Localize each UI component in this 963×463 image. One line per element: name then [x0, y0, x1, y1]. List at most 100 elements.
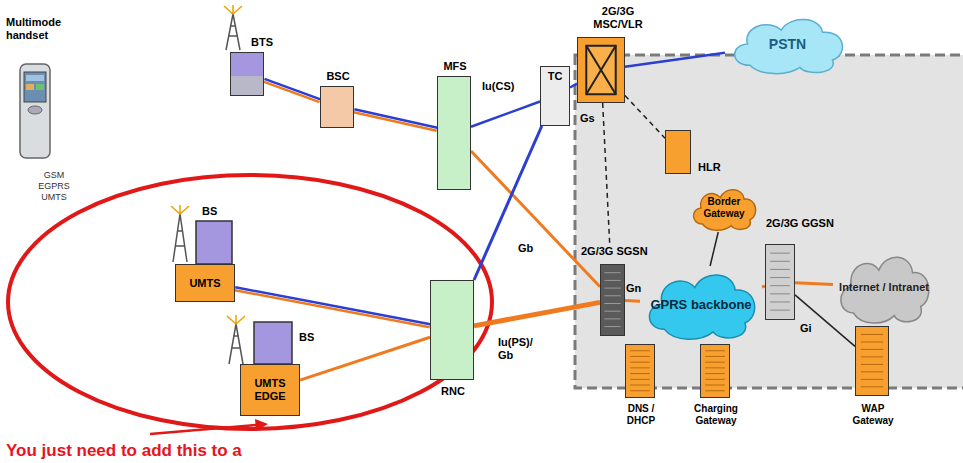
connector — [471, 151, 600, 287]
vent-stripe — [770, 277, 790, 278]
vent-stripe — [705, 362, 725, 363]
connector-line — [263, 82, 319, 103]
box-decoration — [701, 345, 729, 397]
box-decoration — [231, 53, 263, 95]
vent-stripe — [770, 285, 790, 286]
node-label: TC — [541, 70, 569, 83]
vent-stripe — [861, 341, 883, 342]
vent-stripe — [630, 350, 650, 351]
pointer-arrow — [150, 425, 256, 434]
vent-stripe — [861, 364, 883, 365]
node-label: UMTS EDGE — [243, 377, 297, 403]
vent-stripe — [861, 371, 883, 372]
vent-stripe — [705, 390, 725, 391]
connector-line — [570, 84, 577, 88]
bts-tower — [224, 5, 242, 50]
highlight-ellipse — [8, 175, 492, 429]
antenna-rays — [171, 205, 189, 214]
equipment-box: 2G/3G SGSN — [600, 264, 625, 336]
node-label: BSC — [321, 70, 355, 83]
connector — [474, 302, 600, 326]
connector-line — [474, 126, 542, 280]
connector — [300, 337, 430, 380]
tower-frame — [229, 324, 243, 364]
equipment-box: 2G/3G MSC/VLR — [577, 37, 625, 103]
node-label: UMTS — [178, 277, 232, 290]
vent-stripe — [630, 356, 650, 357]
box-decoration — [766, 245, 794, 319]
connector-line — [474, 302, 600, 326]
equipment-box: Charging Gateway — [700, 344, 730, 398]
vent-stripe — [604, 280, 620, 281]
network-cloud: Internet / Intranet — [833, 248, 935, 326]
box-decoration — [856, 327, 888, 395]
interface-label: Gn — [626, 282, 641, 295]
equipment-box: RNC — [430, 280, 474, 380]
connector-line — [235, 287, 430, 324]
connector — [795, 283, 833, 285]
connector — [474, 126, 542, 280]
connector-line — [603, 103, 610, 243]
connector-line — [354, 112, 437, 130]
box-decoration — [626, 345, 654, 397]
vent-stripe — [770, 261, 790, 262]
equipment-box: WAP Gateway — [855, 326, 889, 396]
node-label: GPRS backbone — [642, 297, 760, 312]
bs-cabinet — [254, 322, 292, 364]
bs-umts-tower — [171, 205, 189, 262]
vent-stripe — [770, 293, 790, 294]
vent-stripe — [770, 269, 790, 270]
vent-stripe — [861, 386, 883, 387]
callout-note: You just need to add this to a — [6, 441, 242, 461]
connector-line — [265, 79, 321, 100]
equipment-box: HLR — [665, 130, 691, 174]
arrow-head — [255, 419, 268, 431]
connector-line — [235, 290, 430, 327]
vent-stripe — [630, 373, 650, 374]
vent-stripe — [770, 310, 790, 311]
interface-label: Iu(CS) — [482, 80, 514, 93]
node-label: PSTN — [727, 36, 848, 52]
vent-stripe — [861, 379, 883, 380]
connector — [625, 53, 725, 67]
vent-stripe — [705, 373, 725, 374]
node-label: HLR — [698, 161, 721, 174]
vent-stripe — [705, 356, 725, 357]
bs-edge-tower — [227, 315, 245, 364]
vent-stripe — [705, 350, 725, 351]
connector — [471, 101, 540, 126]
vent-stripe — [604, 295, 620, 296]
network-cloud: Border Gateway — [688, 184, 760, 232]
connector-line — [710, 232, 718, 266]
antenna-rays — [224, 5, 242, 14]
vent-stripe — [604, 272, 620, 273]
equipment-box: BSUMTS EDGE — [240, 364, 300, 416]
vent-stripe — [630, 390, 650, 391]
interface-label: Gi — [800, 322, 812, 335]
antenna-rays — [227, 315, 245, 324]
vent-stripe — [770, 253, 790, 254]
vent-stripe — [630, 362, 650, 363]
equipment-box: MFS — [437, 76, 471, 190]
vent-stripe — [861, 349, 883, 350]
core-network-region — [575, 55, 963, 388]
connector — [570, 84, 577, 88]
box-decoration — [601, 265, 624, 335]
connector-line — [354, 109, 437, 127]
tower-frame — [226, 14, 240, 50]
connector-line — [625, 96, 665, 139]
equipment-box: BSUMTS — [175, 264, 235, 302]
node-label: Charging Gateway — [686, 403, 746, 427]
vent-stripe — [861, 356, 883, 357]
node-label: 2G/3G MSC/VLR — [586, 5, 650, 31]
node-label: RNC — [431, 385, 475, 398]
connector — [354, 109, 438, 130]
connector-line — [795, 283, 833, 285]
vent-stripe — [604, 326, 620, 327]
node-label: Border Gateway — [690, 196, 758, 220]
equipment-box: 2G/3G GGSN — [765, 244, 795, 320]
node-label: WAP Gateway — [848, 403, 898, 427]
equipment-box: DNS / DHCP — [625, 344, 655, 398]
connector — [625, 96, 665, 139]
